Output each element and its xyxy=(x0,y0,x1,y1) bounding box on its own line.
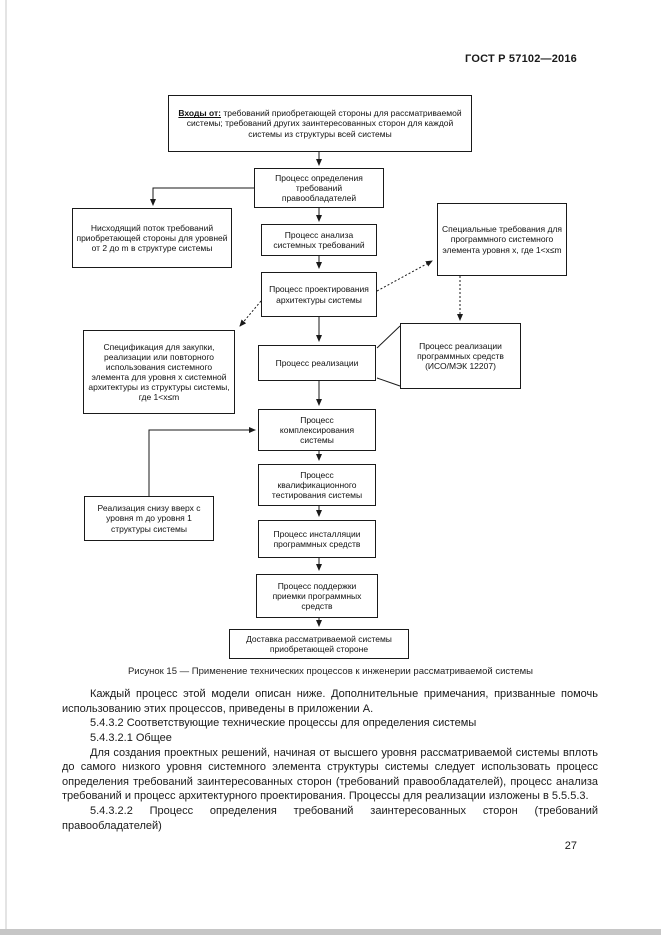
document-header: ГОСТ Р 57102—2016 xyxy=(465,53,577,65)
flowchart-box-stakeholder-requirements: Процесс определения требований правообла… xyxy=(254,168,384,208)
flowchart-box-qualification-testing: Процесс квалификационного тестирования с… xyxy=(258,464,376,506)
box-label: Доставка рассматриваемой системы приобре… xyxy=(246,633,392,654)
flowchart-box-delivery: Доставка рассматриваемой системы приобре… xyxy=(229,629,409,659)
scan-edge-bottom xyxy=(0,929,661,935)
box-label: Процесс реализации xyxy=(275,357,359,368)
box-label: Процесс инсталляции программных средств xyxy=(273,528,361,549)
box-label: Процесс определения требований правообла… xyxy=(275,172,363,203)
flowchart-box-system-requirements-analysis: Процесс анализа системных требований xyxy=(261,224,377,256)
flowchart-box-special-requirements: Специальные требования для программного … xyxy=(437,203,567,276)
flowchart-box-acceptance-support: Процесс поддержки приемки программных ср… xyxy=(256,574,378,618)
clause-heading-5-4-3-2-1: 5.4.3.2.1 Общее xyxy=(90,731,172,744)
flowchart-box-downward-flow: Нисходящий поток требований приобретающе… xyxy=(72,208,232,268)
inputs-label: Входы от: xyxy=(178,108,222,119)
flowchart-box-architecture-design: Процесс проектирования архитектуры систе… xyxy=(261,272,377,317)
flowchart-box-software-implementation: Процесс реализации программных средств (… xyxy=(400,323,521,389)
box-label: Процесс комплексирования системы xyxy=(279,414,355,445)
box-label: Процесс квалификационного тестирования с… xyxy=(271,469,363,500)
clause-heading-5-4-3-2-2: 5.4.3.2.2 Процесс определения требований… xyxy=(62,805,598,832)
figure-15-flowchart: Входы от: требований приобретающей сторо… xyxy=(72,95,567,659)
box-label: Процесс проектирования архитектуры систе… xyxy=(269,284,369,305)
figure-caption: Рисунок 15 — Применение технических проц… xyxy=(127,666,534,677)
box-label: Процесс реализации программных средств (… xyxy=(417,340,504,371)
box-label: Спецификация для закупки, реализации или… xyxy=(88,341,230,403)
box-label: Процесс анализа системных требований xyxy=(273,229,365,250)
inputs-text: требований приобретающей стороны для рас… xyxy=(186,108,462,139)
page-number: 27 xyxy=(564,840,577,852)
flowchart-box-specification: Спецификация для закупки, реализации или… xyxy=(83,330,235,414)
clause-heading-5-4-3-2: 5.4.3.2 Соответствующие технические проц… xyxy=(90,717,477,730)
box-label: Реализация снизу вверх с уровня m до уро… xyxy=(97,503,201,534)
box-label: Нисходящий поток требований приобретающе… xyxy=(76,222,228,253)
box-label: Специальные требования для программного … xyxy=(441,224,563,255)
box-label: Процесс поддержки приемки программных ср… xyxy=(272,580,362,611)
scan-edge-left xyxy=(5,0,7,935)
flowchart-box-installation: Процесс инсталляции программных средств xyxy=(258,520,376,558)
body-text: Каждый процесс этой модели описан ниже. … xyxy=(62,687,598,833)
flowchart-box-implementation: Процесс реализации xyxy=(258,345,376,381)
flowchart-box-bottom-up-realization: Реализация снизу вверх с уровня m до уро… xyxy=(84,496,214,541)
flowchart-box-inputs: Входы от: требований приобретающей сторо… xyxy=(168,95,472,152)
body-paragraph-1: Каждый процесс этой модели описан ниже. … xyxy=(62,688,598,715)
flowchart-box-integration: Процесс комплексирования системы xyxy=(258,409,376,451)
body-paragraph-2: Для создания проектных решений, начиная … xyxy=(62,746,598,803)
